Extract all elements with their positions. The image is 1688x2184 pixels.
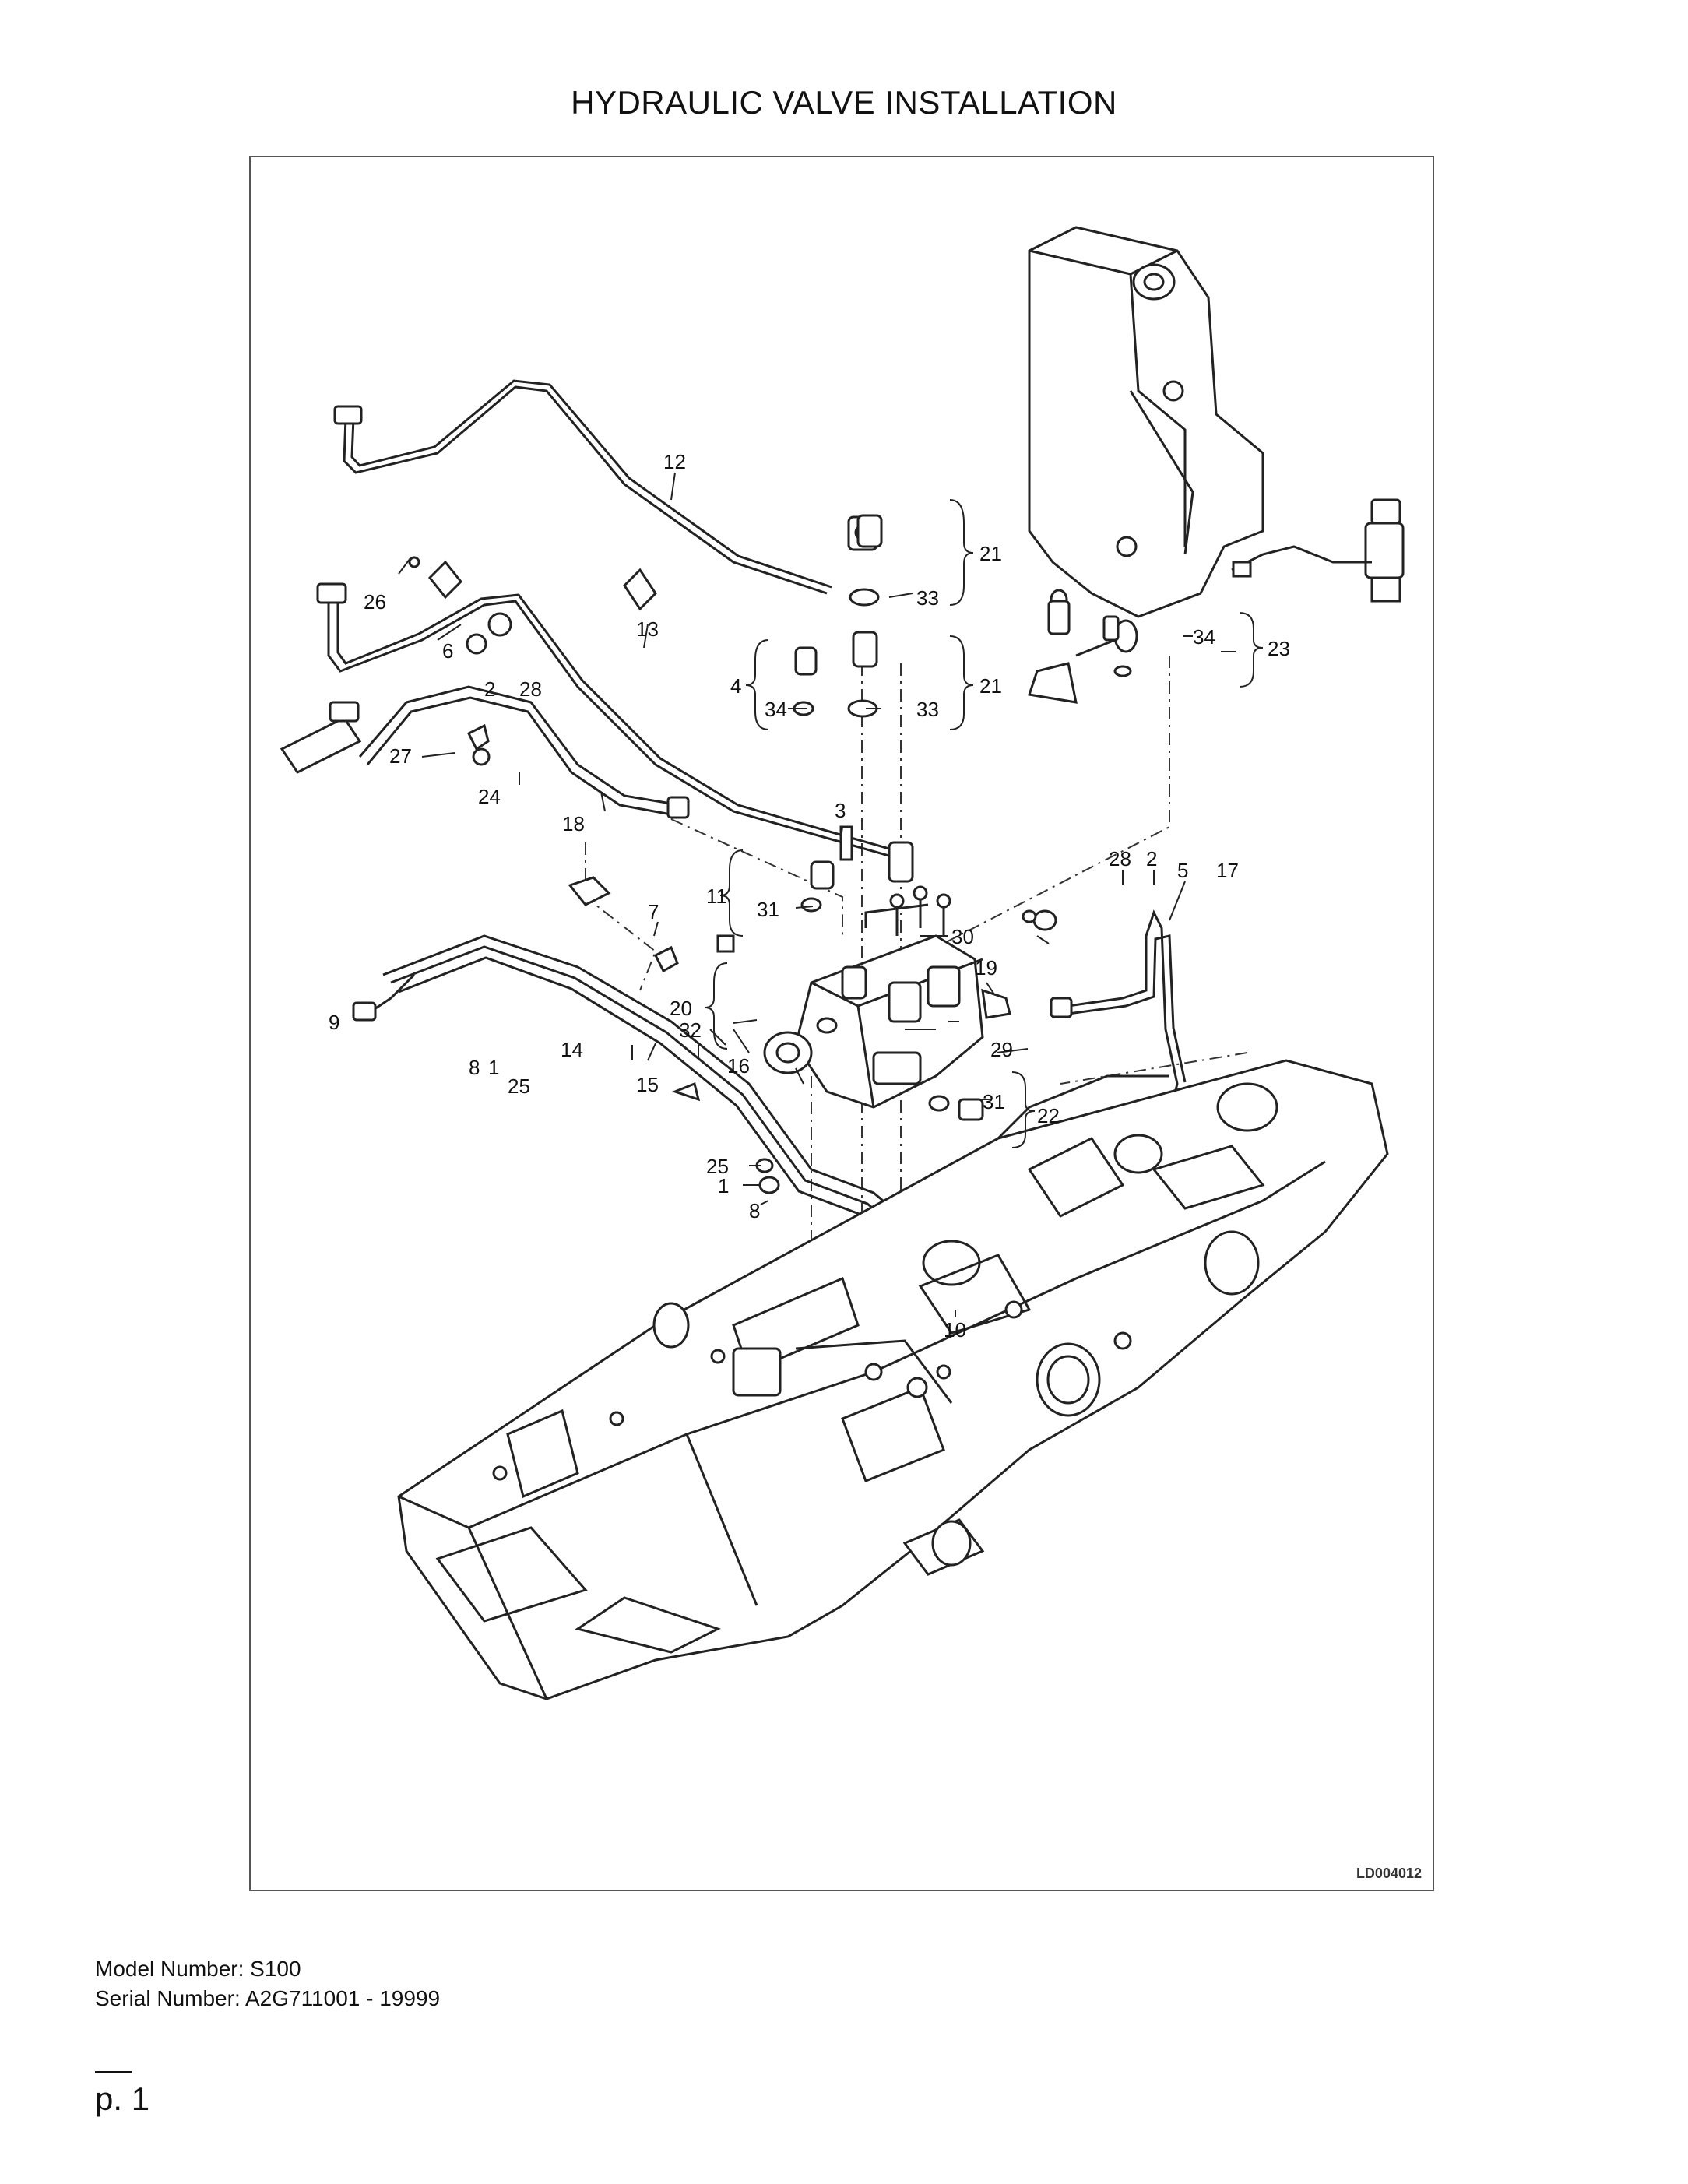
callout-19: 19: [975, 956, 997, 979]
callout-5: 5: [1177, 859, 1188, 882]
callout-31: 31: [757, 898, 779, 921]
callout-8: 8: [469, 1056, 480, 1079]
callout-7: 7: [648, 900, 659, 923]
callout-30: 30: [951, 925, 974, 948]
callout-31b: 31: [983, 1090, 1005, 1113]
callout-21b: 21: [979, 674, 1002, 698]
callout-34: 34: [765, 698, 787, 721]
page-title: HYDRAULIC VALVE INSTALLATION: [571, 84, 1117, 121]
callout-24: 24: [478, 785, 501, 808]
callout-26: 26: [364, 590, 386, 614]
hydraulic-valve-diagram: 12 21 33 26 6 13 2 28 4 34 21 33 27 24 1…: [280, 226, 1405, 1700]
callout-27: 27: [389, 744, 412, 768]
callout-28: 28: [519, 677, 542, 701]
callout-1: 1: [488, 1056, 499, 1079]
diagram-frame: 12 21 33 26 6 13 2 28 4 34 21 33 27 24 1…: [249, 156, 1434, 1891]
callout-3: 3: [835, 799, 846, 822]
callout-33b: 33: [916, 698, 939, 721]
callout-20: 20: [670, 997, 692, 1020]
callout-28b: 28: [1109, 847, 1131, 870]
callout-25b: 25: [706, 1155, 729, 1178]
callout-14: 14: [561, 1038, 583, 1061]
callout-34b: 34: [1193, 625, 1215, 649]
hydraulic-tank: [1028, 226, 1264, 618]
page-number: p. 1: [95, 2080, 150, 2117]
leader-lines: [398, 472, 1236, 1317]
callout-9: 9: [329, 1011, 339, 1034]
control-valve: [763, 885, 984, 1109]
tube-13: [316, 582, 914, 883]
callout-16: 16: [727, 1054, 750, 1078]
callout-13: 13: [636, 617, 659, 641]
fittings: [408, 514, 1138, 1194]
callout-32: 32: [679, 1018, 702, 1042]
callout-29: 29: [990, 1038, 1013, 1061]
callout-6: 6: [442, 639, 453, 663]
callout-2: 2: [484, 677, 495, 701]
callout-numbers: 12 21 33 26 6 13 2 28 4 34 21 33 27 24 1…: [329, 450, 1290, 1342]
loader-chassis: [397, 1059, 1389, 1700]
callout-11: 11: [706, 885, 727, 908]
drawing-id: LD004012: [1356, 1866, 1422, 1881]
callout-8b: 8: [749, 1199, 760, 1222]
callout-22: 22: [1037, 1104, 1060, 1127]
model-number: Model Number: S100: [95, 1957, 301, 1981]
page-divider: [95, 2071, 132, 2073]
callout-2b: 2: [1146, 847, 1157, 870]
callout-4: 4: [730, 674, 741, 698]
callout-23: 23: [1268, 637, 1290, 660]
callout-1b: 1: [718, 1174, 729, 1198]
callout-12: 12: [663, 450, 686, 473]
serial-number: Serial Number: A2G711001 - 19999: [95, 1986, 441, 2010]
callout-21: 21: [979, 542, 1002, 565]
model-info: Model Number: S100 Serial Number: A2G711…: [95, 1954, 440, 2013]
braces: [704, 499, 1264, 1148]
tube-17: [1050, 909, 1187, 1116]
callout-33: 33: [916, 586, 939, 610]
callout-17: 17: [1216, 859, 1239, 882]
callout-10: 10: [944, 1318, 966, 1342]
callout-25: 25: [508, 1074, 530, 1098]
hose-18: [280, 685, 690, 819]
callout-15: 15: [636, 1073, 659, 1096]
filter-assembly: [1231, 498, 1405, 603]
callout-18: 18: [562, 812, 585, 835]
